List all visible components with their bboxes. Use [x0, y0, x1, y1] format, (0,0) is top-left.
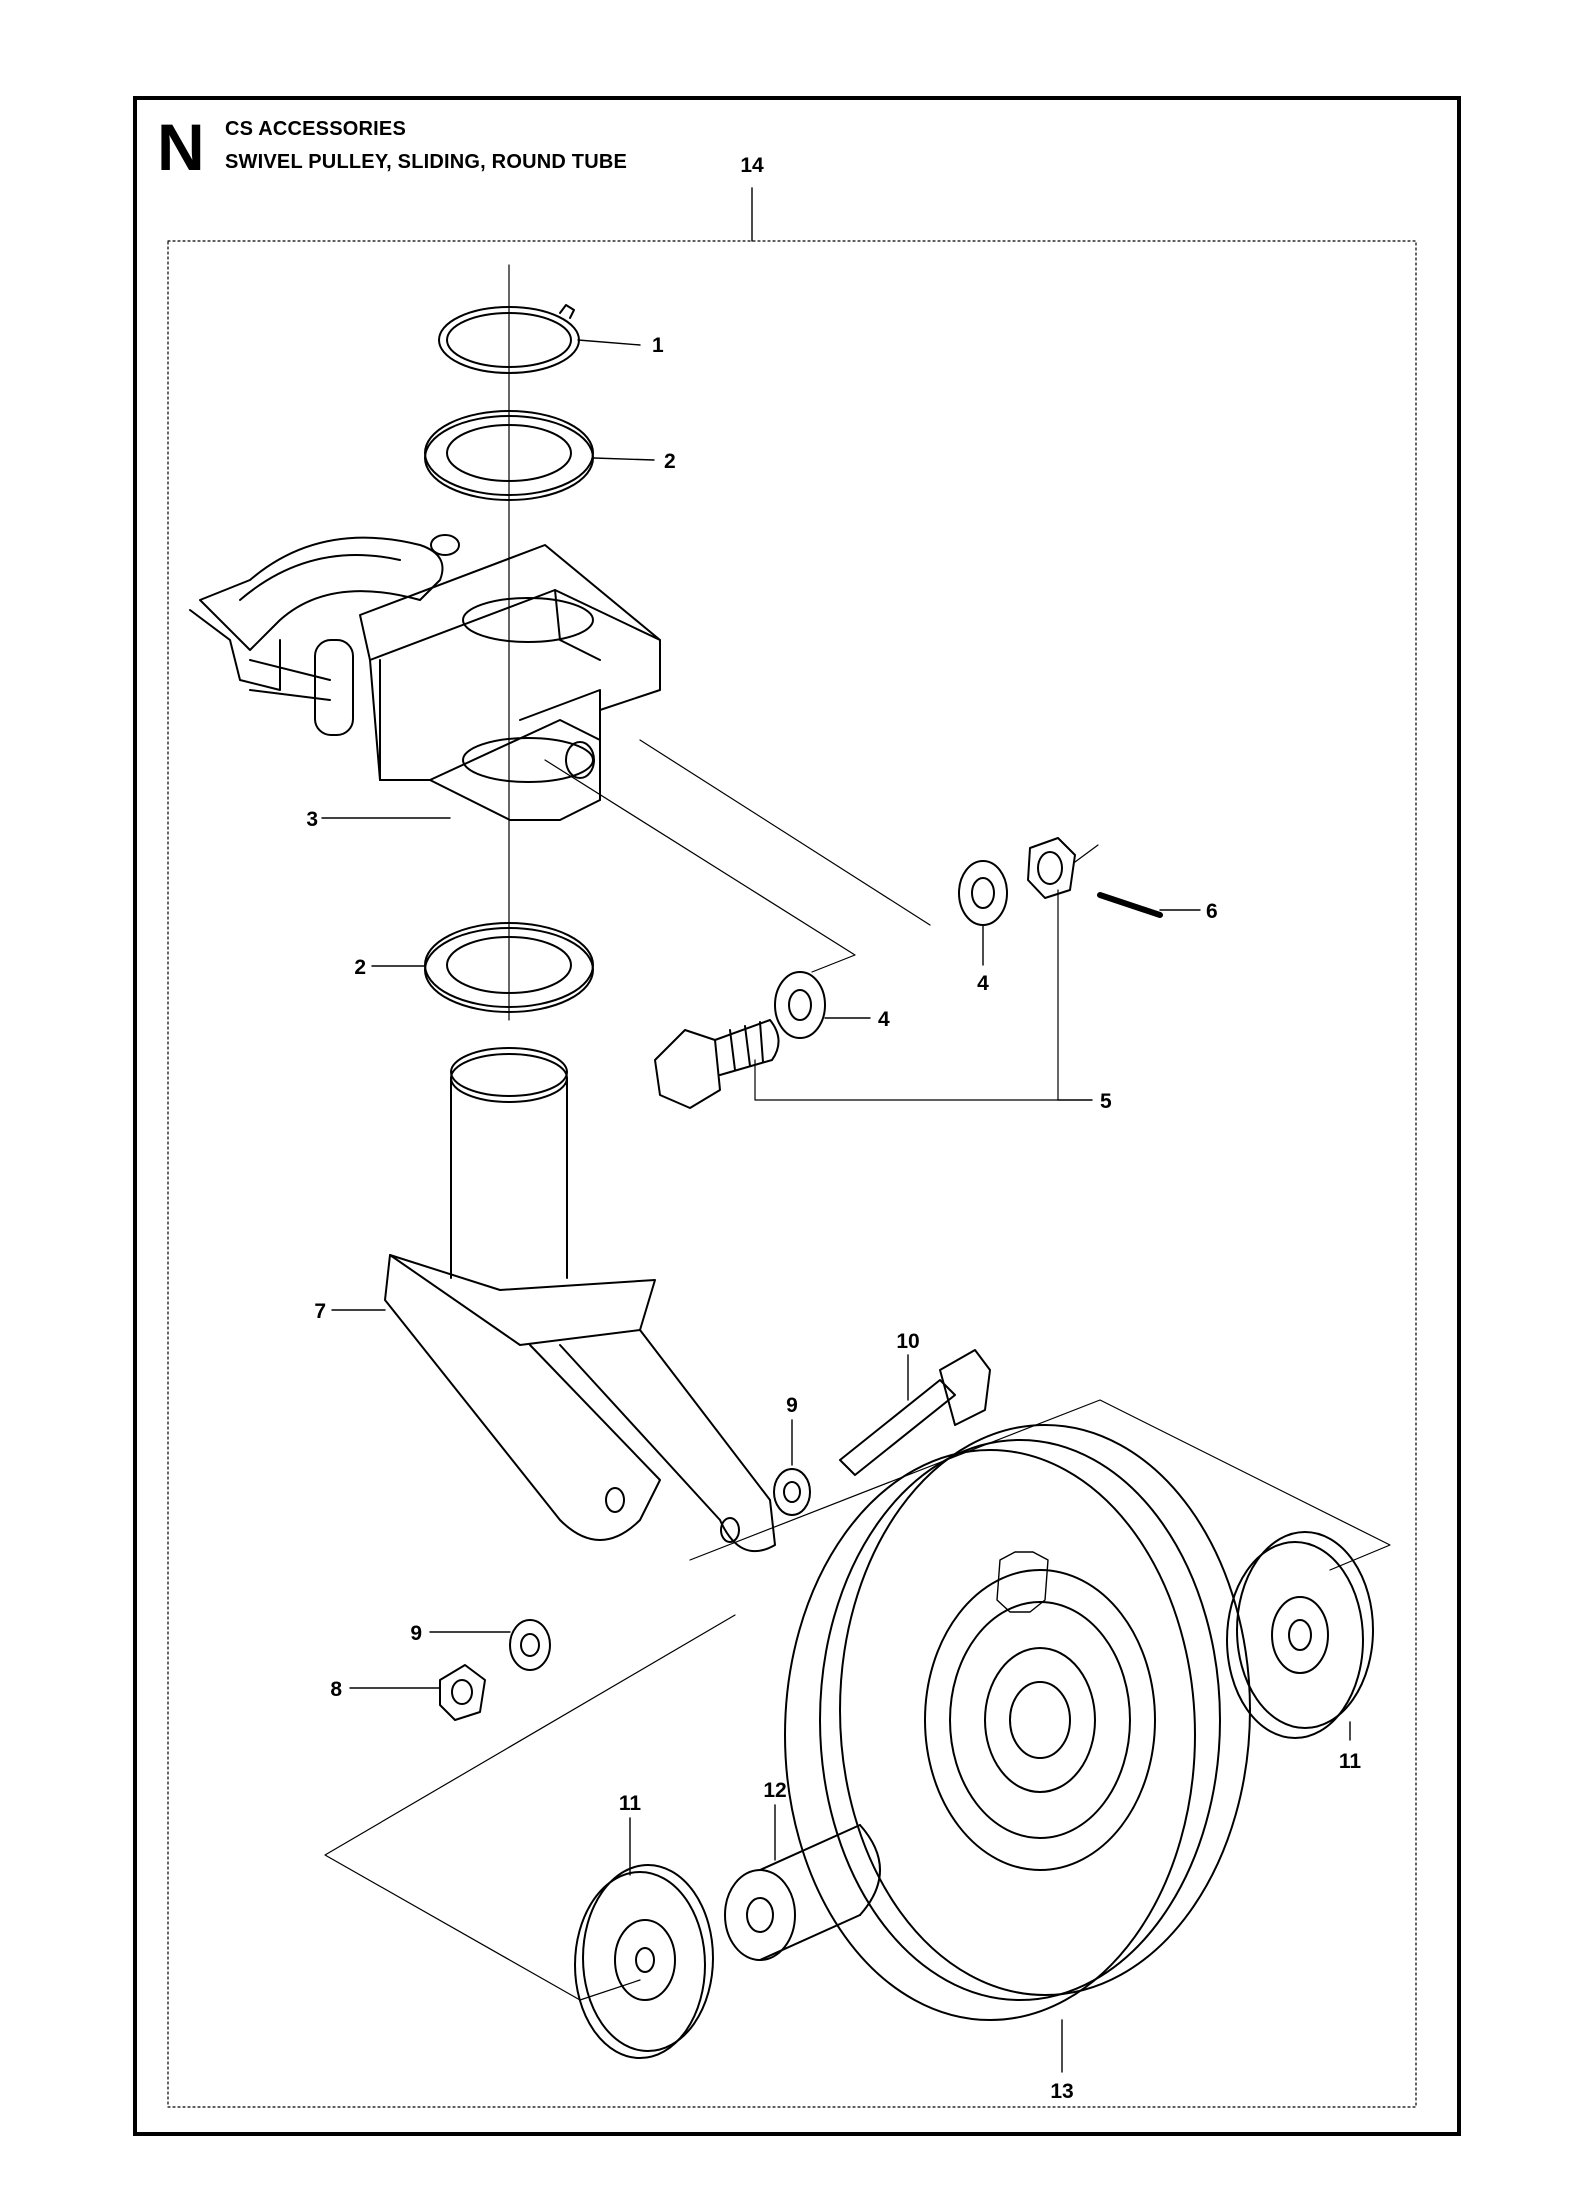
page-frame — [133, 96, 1461, 2136]
callout-7: 7 — [314, 1300, 326, 1323]
lock-nut — [1027, 837, 1076, 899]
assembly-title: SWIVEL PULLEY, SLIDING, ROUND TUBE — [225, 151, 628, 173]
spacer-sleeve — [724, 1824, 881, 1961]
callout-11-left: 11 — [619, 1792, 642, 1815]
callout-9-upper: 9 — [786, 1394, 798, 1417]
callout-4-right: 4 — [977, 972, 989, 995]
swivel-bracket — [189, 534, 661, 821]
callout-4-left: 4 — [878, 1008, 890, 1031]
washer-right — [958, 860, 1008, 926]
assembly-boundary — [167, 240, 1417, 2108]
cotter-pin — [1097, 892, 1163, 918]
callout-5: 5 — [1100, 1090, 1112, 1113]
section-letter: N — [157, 110, 205, 184]
callout-11-right: 11 — [1339, 1750, 1362, 1773]
hex-nut — [439, 1664, 486, 1721]
pulley-wheel — [784, 1424, 1251, 2021]
callout-10: 10 — [896, 1330, 919, 1353]
axle-bolt — [839, 1349, 991, 1476]
category-title: CS ACCESSORIES — [225, 118, 406, 140]
callout-2-top: 2 — [664, 450, 676, 473]
washer-9-lower — [509, 1619, 551, 1671]
bearing-ring-bottom — [424, 922, 594, 1013]
washer-left — [774, 971, 826, 1039]
callout-6: 6 — [1206, 900, 1218, 923]
callout-12: 12 — [763, 1779, 786, 1802]
callout-1: 1 — [652, 334, 664, 357]
hex-bolt — [654, 1019, 780, 1109]
flange-left — [574, 1864, 714, 2059]
callout-13: 13 — [1050, 2080, 1073, 2103]
callout-8: 8 — [330, 1678, 342, 1701]
bearing-ring-top — [424, 410, 594, 501]
callout-2-bottom: 2 — [354, 956, 366, 979]
flange-right — [1226, 1531, 1374, 1739]
callout-14: 14 — [740, 154, 764, 177]
callout-9-lower: 9 — [410, 1622, 422, 1645]
washer-9-upper — [773, 1468, 811, 1516]
callout-3: 3 — [306, 808, 318, 831]
pulley-fork — [384, 1047, 776, 1553]
